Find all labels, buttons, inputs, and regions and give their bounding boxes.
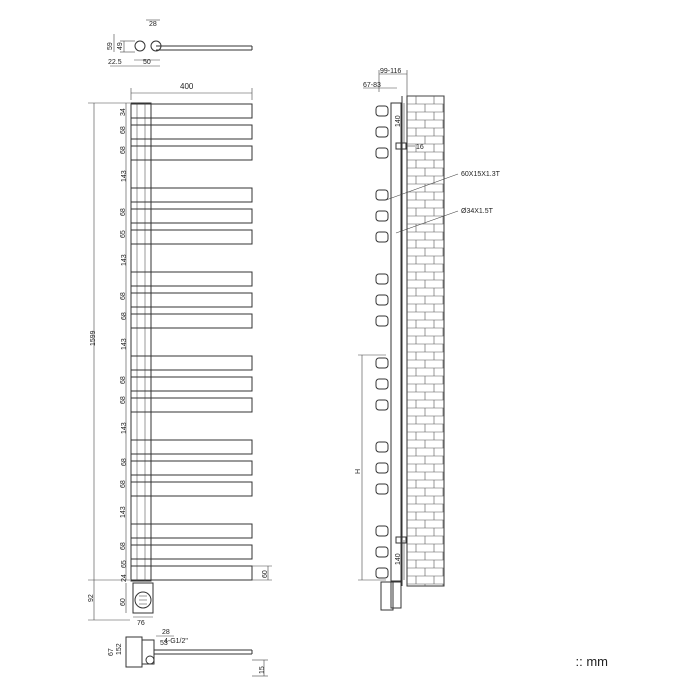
bar-spacing-labels: 34 68 68 143 68 65 143 68 68 143 68 68 1…	[120, 108, 128, 582]
bar	[130, 292, 253, 308]
spacing-label: 143	[121, 338, 128, 350]
side-bar-profile	[375, 294, 389, 306]
spacing-label: 68	[120, 292, 127, 300]
bar	[130, 565, 253, 581]
bar	[130, 313, 253, 329]
offset-range-label: 67-83	[363, 82, 381, 89]
top-dim-22-5: 22.5	[108, 59, 122, 66]
side-pipe	[390, 102, 402, 582]
bar	[130, 187, 253, 203]
brick-pattern	[407, 95, 444, 586]
top-dim-50: 50	[143, 59, 151, 66]
bottom-dim-15: 15	[259, 666, 266, 674]
side-bar-profile	[375, 357, 389, 369]
heating-bars	[130, 103, 253, 581]
bar	[130, 124, 253, 140]
side-bar-profile	[375, 315, 389, 327]
bar-spec-label: 60X15X1.3T	[461, 171, 501, 178]
side-bar-profile	[375, 105, 389, 117]
side-bar-profile	[375, 525, 389, 537]
spacing-label: 68	[121, 312, 128, 320]
top-dim-49: 49	[117, 42, 124, 50]
bar	[130, 229, 253, 245]
side-bar-profile	[375, 462, 389, 474]
side-bar-profile	[375, 399, 389, 411]
spacing-label: 68	[120, 376, 127, 384]
top-dim-59: 59	[107, 42, 114, 50]
spacing-label: 68	[120, 208, 127, 216]
wall	[406, 95, 445, 587]
side-bar-profile	[375, 546, 389, 558]
heater-element: 60 76	[120, 582, 154, 627]
side-bar-profile	[375, 189, 389, 201]
spacing-label: 34	[120, 108, 127, 116]
spacing-label: 68	[120, 146, 127, 154]
spacing-label: 24	[121, 574, 128, 582]
bar	[130, 208, 253, 224]
heater-height-label: H	[355, 469, 362, 474]
bar	[130, 355, 253, 371]
side-bar-profile	[375, 378, 389, 390]
top-detail: 28 59 49 22.5 50	[107, 19, 253, 67]
bottom-dim-67: 67	[108, 648, 115, 656]
bottom-detail: 28 67 53 152 4-G1/2" 15	[108, 629, 268, 677]
spacing-label: 143	[121, 422, 128, 434]
side-bar-profile	[375, 147, 389, 159]
bottom-left-label: 92	[88, 594, 95, 602]
spacing-label: 65	[120, 230, 127, 238]
spacing-label: 68	[121, 458, 128, 466]
side-bar-profile	[375, 210, 389, 222]
front-height-label: 1599	[90, 330, 97, 346]
side-bar-profile	[375, 273, 389, 285]
bar	[130, 439, 253, 455]
bracket-label: 16	[416, 144, 424, 151]
bottom-right-label: 60	[262, 570, 269, 578]
spacing-label: 68	[120, 126, 127, 134]
bottom-dim-thread: 4-G1/2"	[164, 638, 188, 645]
bar	[130, 145, 253, 161]
side-bar-profiles	[375, 105, 389, 579]
bottom-dim-28: 28	[162, 629, 170, 636]
side-bar-profile	[375, 483, 389, 495]
spacing-label: 143	[120, 506, 127, 518]
spacing-label: 68	[120, 480, 127, 488]
collector-pipe	[130, 102, 152, 582]
side-bar-profile	[375, 567, 389, 579]
side-bar-profile	[375, 231, 389, 243]
pipe-circle-left	[134, 40, 146, 52]
pipe-spec-label: Ø34X1.5T	[461, 208, 494, 215]
heater-dim-76: 76	[137, 620, 145, 627]
bottom-dim-152: 152	[116, 643, 123, 655]
spacing-label: 143	[121, 254, 128, 266]
bar	[130, 481, 253, 497]
spacing-label: 68	[120, 542, 127, 550]
bar	[130, 271, 253, 287]
spacing-label: 143	[121, 170, 128, 182]
bar	[130, 460, 253, 476]
top-dim-28: 28	[149, 21, 157, 28]
bar	[130, 103, 253, 119]
unit-label: :: mm	[575, 654, 609, 669]
spacing-label: 68	[120, 396, 127, 404]
bottom-dim-53: 53	[160, 640, 168, 647]
side-bar-profile	[375, 441, 389, 453]
side-heater	[380, 581, 394, 611]
bar	[130, 544, 253, 560]
heater-dim-60: 60	[120, 598, 127, 606]
bar	[130, 523, 253, 539]
side-bar-profile	[375, 126, 389, 138]
side-view: 99-116 67-83 140 16 60X15X1.3T Ø34X1.5T …	[355, 68, 501, 611]
depth-range-label: 99-116	[380, 68, 401, 75]
front-view: 400 1599	[88, 82, 272, 627]
front-width-label: 400	[180, 82, 194, 91]
top-gap-label: 140	[395, 115, 402, 127]
bottom-gap-label: 140	[395, 553, 402, 565]
bar	[130, 376, 253, 392]
spacing-label: 65	[121, 560, 128, 568]
bar	[130, 397, 253, 413]
